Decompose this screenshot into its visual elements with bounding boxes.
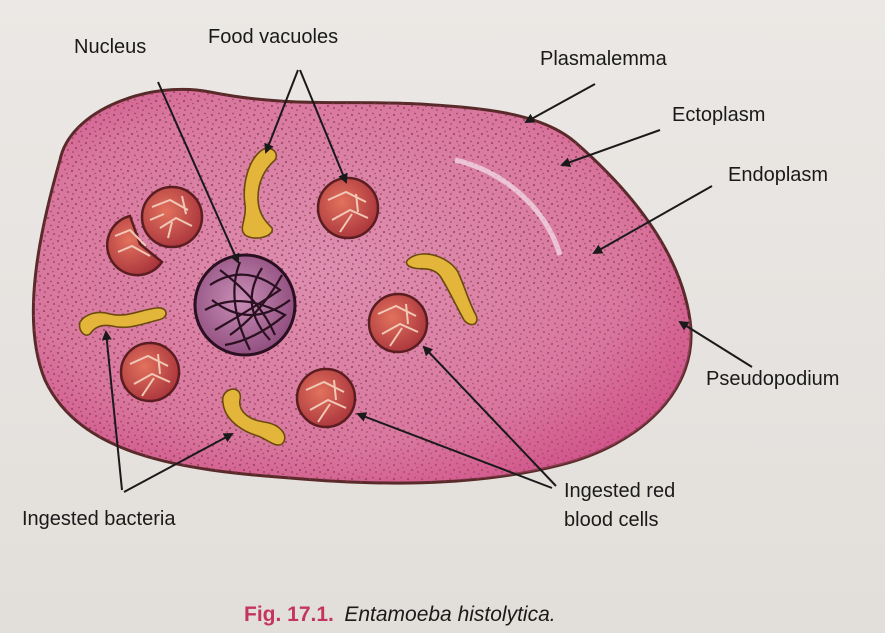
label-nucleus: Nucleus: [74, 36, 146, 58]
label-ectoplasm: Ectoplasm: [672, 104, 765, 126]
rbc-6: [297, 369, 355, 427]
rbc-1: [142, 187, 202, 247]
nucleus: [195, 255, 295, 355]
label-plasmalemma: Plasmalemma: [540, 48, 668, 70]
caption-title: Entamoeba histolytica.: [344, 603, 555, 626]
label-ingested-rbc-line1: Ingested red: [564, 480, 675, 502]
pointer-plasmalemma: [526, 84, 595, 122]
label-ingested-rbc-line2: blood cells: [564, 509, 659, 531]
label-food-vacuoles: Food vacuoles: [208, 26, 338, 48]
label-pseudopodium: Pseudopodium: [706, 368, 839, 390]
label-endoplasm: Endoplasm: [728, 164, 828, 186]
rbc-3: [318, 178, 378, 238]
rbc-4: [369, 294, 427, 352]
rbc-5: [121, 343, 179, 401]
label-ingested-bacteria: Ingested bacteria: [22, 508, 176, 530]
caption-number: Fig. 17.1.: [244, 603, 334, 626]
figure-caption: Fig. 17.1. Entamoeba histolytica.: [244, 603, 556, 626]
cell-body: [33, 89, 691, 483]
